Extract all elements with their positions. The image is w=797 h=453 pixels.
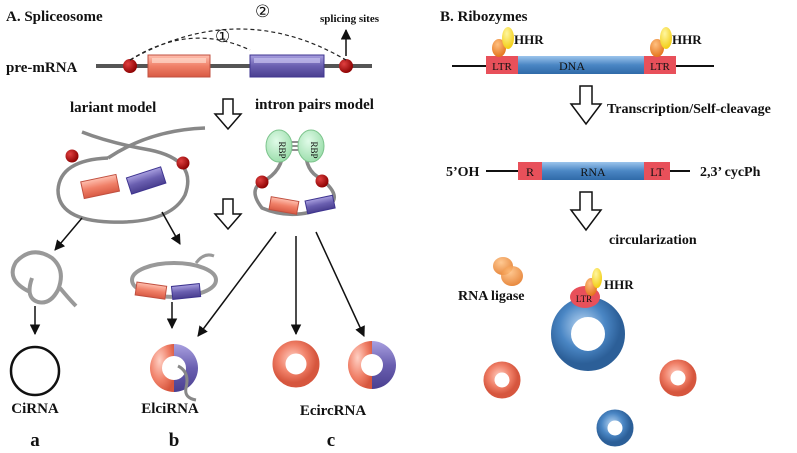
- elciRNA-intermediate-ring: [130, 253, 218, 300]
- ltr-right-box: [644, 56, 676, 74]
- rna-ligase-label: RNA ligase: [458, 289, 525, 304]
- exon-purple-highlight: [254, 58, 320, 63]
- ciRNA-label: CiRNA: [11, 401, 59, 417]
- ciRNA-circle: [9, 345, 61, 397]
- splice-site-left: [123, 59, 137, 73]
- splice-site-right: [339, 59, 353, 73]
- down-arrow-hollow-2: [213, 198, 243, 231]
- arrow-lariat-to-elci-loop: [161, 211, 181, 245]
- splice-arc-1: [129, 37, 251, 61]
- label-b: b: [169, 430, 180, 451]
- rna-body: [542, 162, 644, 180]
- ltr-right-label: LTR: [650, 61, 670, 73]
- label-c: c: [327, 430, 335, 451]
- pre-mrna-label: pre-mRNA: [6, 60, 78, 76]
- five-oh-label: 5’OH: [446, 165, 480, 180]
- down-arrow-hollow-transcription: [569, 85, 603, 126]
- dna-body: [518, 56, 644, 74]
- product-donut-blue: [596, 409, 634, 447]
- rna-ligase-icon: [493, 257, 523, 286]
- ecircRNA-salmon-donut: [272, 340, 320, 388]
- circ-ltr-label: LTR: [576, 294, 592, 304]
- cycph-label: 2,3’ cycPh: [700, 165, 761, 180]
- arc-label-1: ①: [215, 27, 230, 46]
- arrow-pairs-to-ecirc-mixed: [315, 231, 365, 337]
- label-a: a: [30, 430, 40, 451]
- hhr-left-label: HHR: [514, 32, 544, 47]
- elciRNA-label: ElciRNA: [141, 401, 199, 417]
- arc-label-2: ②: [255, 2, 270, 21]
- exon-salmon-highlight: [152, 58, 206, 63]
- hhr-ribozyme-right-icon: [650, 27, 672, 57]
- rbp-right-label: RBP: [309, 141, 319, 158]
- r-box: [518, 162, 542, 180]
- hhr-right-label: HHR: [672, 32, 702, 47]
- rbp-right: RBP: [297, 129, 325, 163]
- product-donut-salmon-left: [483, 361, 521, 399]
- lariat-structure: [56, 126, 206, 224]
- ecircRNA-mixed-donut: [348, 341, 396, 389]
- arrow-pairs-to-elciRNA: [197, 231, 277, 337]
- splicing-sites-label: splicing sites: [320, 13, 380, 25]
- down-arrow-hollow-circularization: [569, 191, 603, 232]
- lariant-model-label: lariant model: [70, 100, 156, 116]
- intron-pairs-model-label: intron pairs model: [255, 97, 374, 113]
- dna-label: DNA: [559, 59, 585, 73]
- panel-b-title: B. Ribozymes: [440, 9, 528, 25]
- circular-rna-with-ltr: [551, 268, 625, 371]
- rbp-left: RBP: [265, 129, 293, 163]
- transcription-label: Transcription/Self-cleavage: [607, 102, 771, 117]
- lt-label: LT: [650, 165, 664, 179]
- rbp-left-label: RBP: [277, 141, 287, 158]
- circ-hhr-label: HHR: [604, 277, 634, 292]
- ltr-left-label: LTR: [492, 61, 512, 73]
- panel-a-title: A. Spliceosome: [6, 9, 103, 25]
- arrow-lariat-to-ciRNA-loop: [54, 217, 83, 251]
- elciRNA-donut: [150, 344, 198, 402]
- hhr-ribozyme-left-icon: [492, 27, 514, 57]
- cirna-intermediate-loop: [10, 250, 78, 308]
- product-donut-salmon-right: [659, 359, 697, 397]
- r-label: R: [526, 165, 534, 179]
- ltr-left-box: [486, 56, 518, 74]
- lt-box: [644, 162, 670, 180]
- rna-label: RNA: [580, 165, 606, 179]
- down-arrow-hollow-1: [213, 98, 243, 131]
- ecircRNA-label: EcircRNA: [300, 403, 367, 419]
- circularization-label: circularization: [609, 233, 697, 248]
